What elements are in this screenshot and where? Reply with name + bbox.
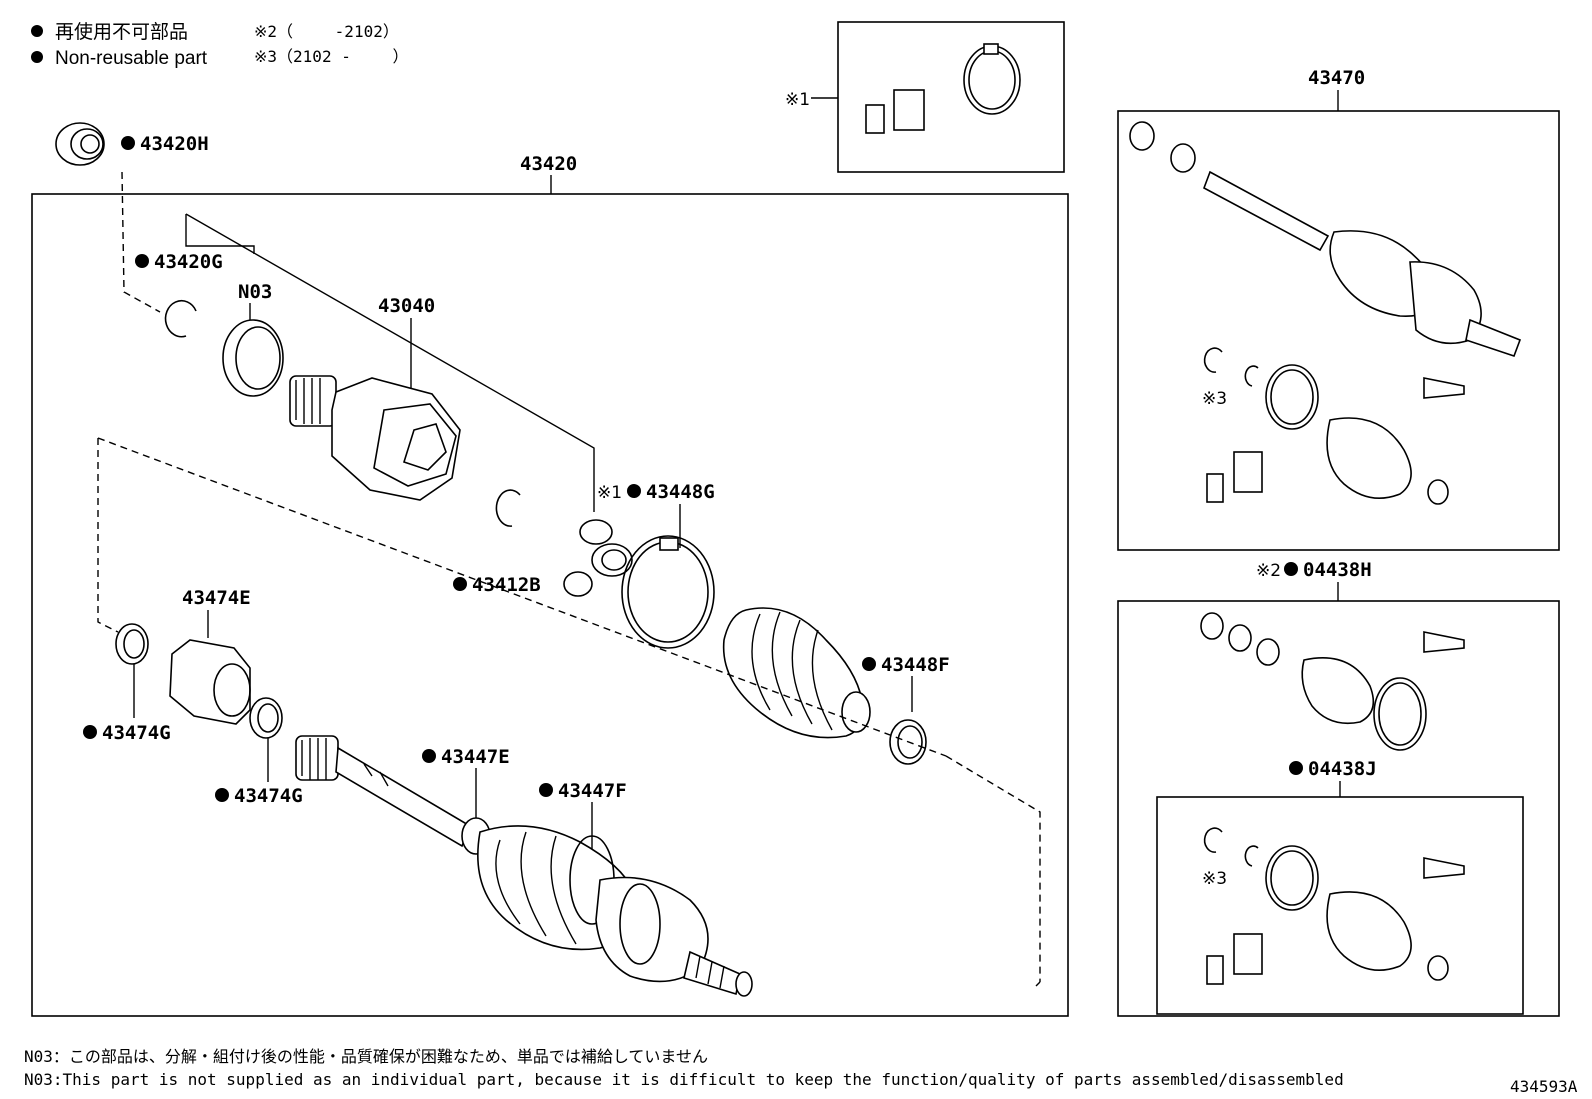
ref3-b: ※3 [1202,869,1227,889]
label-04438H-prefix: ※2 [1256,561,1281,581]
part-43412B: 43412B [453,489,541,596]
part-43040: 43040 [289,295,461,501]
diagram-id: 434593A [1510,1077,1578,1096]
boot-clamp-icon [1265,364,1319,430]
right-assembly: 43470 ※3 [1117,67,1560,551]
grease-pack-icon [1206,473,1224,503]
part-43474G-b: 43474G [215,697,303,807]
label-43420G: 43420G [154,251,223,273]
boot-clamp-icon [1265,845,1319,911]
part-43448G: ※1 43448G [597,481,715,649]
legend-en: Non-reusable part [55,48,208,69]
grease-tube-icon [1423,377,1465,399]
label-43412B: 43412B [472,574,541,596]
drive-shaft [295,735,471,848]
label-43447E: 43447E [441,746,510,768]
label-43420H: 43420H [140,133,209,155]
grease-pack-icon [1233,933,1263,975]
boot-clamp-icon [963,45,1021,115]
clamp-icon [1256,638,1280,666]
spline-shaft-icon [683,950,741,996]
label-43448F: 43448F [881,654,950,676]
part-43474E: 43474E [169,587,251,725]
shaft-icon [1203,170,1330,252]
boot-icon [1326,417,1412,500]
part-43420G: 43420G [135,251,223,338]
part-N03: N03 [222,281,284,397]
joint-cover-icon [169,639,251,725]
dust-seal-icon [55,122,105,166]
footnote-jp: N03：この部品は、分解・組付け後の性能・品質確保が困難なため、単品では補給して… [24,1047,708,1066]
spline-shaft-icon [289,375,337,427]
label-04438H: 04438H [1303,559,1372,581]
spline-shaft-icon [1465,318,1522,358]
kit-04438H: ※2 04438H 04438J ※3 [1117,559,1560,1017]
legend-note-2: ※2（ -2102） [254,22,399,41]
part-tripod [563,519,633,597]
kit-box-top: ※1 [785,21,1065,173]
right-assembly-frame [1117,110,1560,551]
label-43447F: 43447F [558,780,627,802]
clamp-icon [1170,143,1196,173]
right-assembly-label: 43470 [1308,67,1365,89]
part-43420H: 43420H [55,122,209,313]
footnote-en: N03:This part is not supplied as an indi… [24,1070,1344,1089]
main-assembly-frame [31,193,1069,1017]
snap-ring-icon [1203,347,1223,373]
label-43448G: 43448G [646,481,715,503]
seal-ring-icon [222,319,284,397]
outboard-joint [461,817,753,997]
clamp-icon [1129,121,1155,151]
kit-04438H-frame [1117,600,1560,1017]
grease-pack-icon [865,104,885,134]
label-43474G-b: 43474G [234,785,303,807]
footnotes: N03：この部品は、分解・組付け後の性能・品質確保が困難なため、単品では補給して… [24,1047,1578,1096]
kit-box-frame [837,21,1065,173]
grease-tube-icon [1423,857,1465,879]
snap-ring-icon [495,489,521,527]
kit-04438J-frame [1156,796,1524,1015]
snap-ring-icon [1203,827,1223,853]
grease-pack-icon [893,89,925,131]
bullet-icon [31,51,43,63]
label-43040: 43040 [378,295,435,317]
boot-icon [1326,891,1412,972]
part-43447E: 43447E [422,746,510,822]
main-assembly: 43420 43420H 43420G N03 [31,122,1069,1017]
part-43447F: 43447F [539,780,627,850]
label-04438J: 04438J [1308,758,1377,780]
boot-clamp-icon [621,535,715,649]
part-43474G-a: 43474G [83,623,171,744]
kit-top-label: ※1 [785,90,810,110]
part-43448F: 43448F [722,607,950,765]
boot-clamp-icon [1373,677,1427,751]
grease-pack-icon [1206,955,1224,985]
legend-note-3: ※3（2102 - ） [254,47,408,66]
label-43474E: 43474E [182,587,251,609]
label-N03: N03 [238,281,272,303]
snap-ring-icon [164,299,197,338]
clamp-icon [1228,624,1252,652]
ref3-a: ※3 [1202,389,1227,409]
grease-tube-icon [1423,631,1465,653]
cv-joint-icon [1409,261,1482,345]
grease-pack-icon [1233,451,1263,493]
legend-jp: 再使用不可部品 [55,21,188,43]
bullet-icon [31,25,43,37]
label-43448G-prefix: ※1 [597,483,622,503]
main-assembly-label: 43420 [520,153,577,175]
legend: 再使用不可部品 Non-reusable part ※2（ -2102） ※3（… [31,21,408,69]
tripod-roller-icon [579,519,613,545]
clamp-icon [1200,612,1224,640]
label-43474G-a: 43474G [102,722,171,744]
boot-icon [1301,657,1375,725]
